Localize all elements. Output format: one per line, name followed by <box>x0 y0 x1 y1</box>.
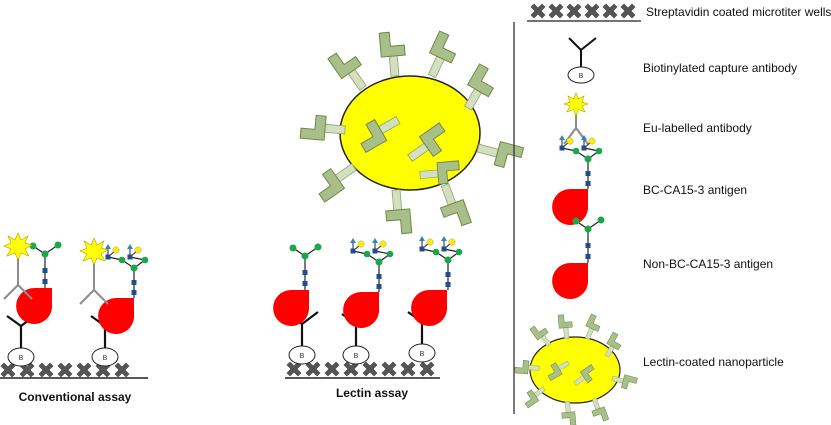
biotinylated-antibody-icon: B <box>567 37 597 84</box>
streptavidin-well-surface <box>285 361 440 379</box>
legend-item-non-bc-antigen: Non-BC-CA15-3 antigen <box>552 215 773 299</box>
legend: Streptavidin coated microtiter wells B B… <box>513 3 831 425</box>
legend-item-streptavidin: Streptavidin coated microtiter wells <box>527 3 831 22</box>
legend-item-eu-antibody: Eu-labelled antibody <box>563 92 752 145</box>
svg-text:B: B <box>579 73 584 80</box>
bc-antigen <box>98 243 149 334</box>
conventional-assay-caption: Conventional assay <box>19 390 132 404</box>
bc-antigen-icon <box>552 134 603 225</box>
legend-item-capture-antibody: B Biotinylated capture antibody <box>567 37 797 84</box>
legend-label: Lectin-coated nanoparticle <box>643 355 784 369</box>
legend-item-bc-antigen: BC-CA15-3 antigen <box>552 134 747 225</box>
legend-label: BC-CA15-3 antigen <box>643 183 747 197</box>
eu-labelled-antibody-icon <box>563 92 589 145</box>
legend-label: Biotinylated capture antibody <box>643 61 797 75</box>
streptavidin-well-surface <box>0 362 148 379</box>
lectin-assay-panel: Lectin assay <box>273 30 525 400</box>
lectin-nanoparticle-icon <box>514 313 638 425</box>
legend-item-nanoparticle: Lectin-coated nanoparticle <box>514 313 784 425</box>
lectin-coated-nanoparticle <box>299 30 525 236</box>
legend-label: Non-BC-CA15-3 antigen <box>643 257 773 271</box>
streptavidin-well-icon <box>527 3 641 22</box>
legend-label: Eu-labelled antibody <box>643 121 752 135</box>
legend-label: Streptavidin coated microtiter wells <box>646 5 831 19</box>
lectin-assay-caption: Lectin assay <box>336 386 408 400</box>
conventional-assay-panel: Conventional assay <box>0 232 149 404</box>
bc-antigen <box>343 235 463 328</box>
non-bc-antigen-icon <box>552 215 606 299</box>
